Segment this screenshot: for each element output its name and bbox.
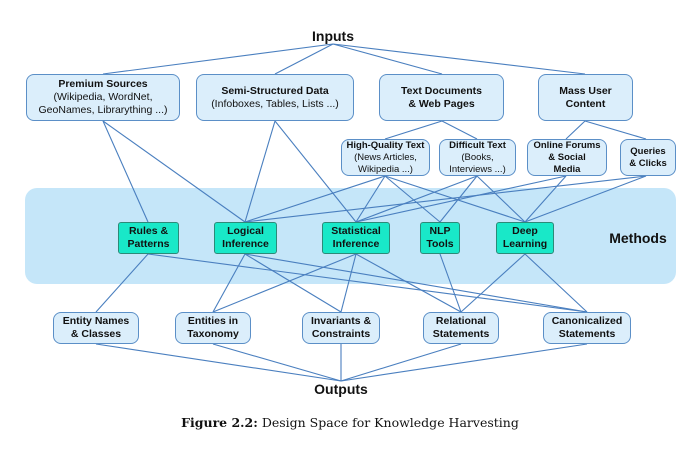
entity-line-2: & Classes — [70, 328, 122, 340]
premium-detail-2: GeoNames, Librarything ...) — [38, 104, 168, 116]
premium-detail-1: (Wikipedia, WordNet, — [53, 91, 153, 103]
input-premium-sources: Premium Sources (Wikipedia, WordNet, Geo… — [26, 74, 180, 121]
output-invariants-constraints: Invariants & Constraints — [302, 312, 380, 344]
subinput-difficult-text: Difficult Text (Books, Interviews ...) — [439, 139, 516, 176]
difficult-title: Difficult Text — [449, 139, 506, 151]
hq-detail-2: Wikipedia ...) — [358, 163, 413, 175]
method-statistical-inference: Statistical Inference — [322, 222, 390, 254]
input-mass-user-content: Mass User Content — [538, 74, 633, 121]
input-semi-structured: Semi-Structured Data (Infoboxes, Tables,… — [196, 74, 354, 121]
method-rules-patterns: Rules & Patterns — [118, 222, 179, 254]
hq-title: High-Quality Text — [346, 139, 425, 151]
mass-user-line-2: Content — [565, 97, 606, 110]
statistical-line-1: Statistical — [331, 225, 381, 237]
methods-header: Methods — [609, 230, 667, 246]
statistical-line-2: Inference — [332, 238, 380, 250]
forums-line-2: & Social — [548, 151, 586, 163]
output-relational-statements: Relational Statements — [423, 312, 499, 344]
taxonomy-line-1: Entities in — [187, 315, 239, 327]
output-canonicalized-statements: Canonicalized Statements — [543, 312, 631, 344]
nlp-line-2: Tools — [426, 238, 454, 250]
taxonomy-line-2: Taxonomy — [187, 328, 239, 340]
queries-line-1: Queries — [630, 145, 666, 157]
difficult-detail-2: Interviews ...) — [449, 163, 506, 175]
method-logical-inference: Logical Inference — [214, 222, 277, 254]
relational-line-2: Statements — [432, 328, 490, 340]
forums-line-3: Media — [553, 163, 581, 175]
deep-line-1: Deep — [512, 225, 538, 237]
invariants-line-2: Constraints — [311, 328, 371, 340]
input-text-documents: Text Documents & Web Pages — [379, 74, 504, 121]
output-entity-names: Entity Names & Classes — [53, 312, 139, 344]
method-deep-learning: Deep Learning — [496, 222, 554, 254]
forums-line-1: Online Forums — [533, 139, 601, 151]
canonical-line-2: Statements — [558, 328, 616, 340]
entity-line-1: Entity Names — [62, 315, 130, 327]
canonical-line-1: Canonicalized — [551, 315, 623, 327]
outputs-header: Outputs — [314, 381, 368, 397]
text-docs-line-2: & Web Pages — [408, 97, 475, 110]
logical-line-2: Inference — [222, 238, 269, 250]
text-docs-line-1: Text Documents — [401, 84, 482, 97]
rules-line-2: Patterns — [127, 238, 170, 250]
caption-label: Figure 2.2: — [181, 415, 258, 430]
inputs-header: Inputs — [312, 28, 354, 44]
subinput-queries-clicks: Queries & Clicks — [620, 139, 676, 176]
relational-line-1: Relational — [435, 315, 487, 327]
figure-caption: Figure 2.2: Design Space for Knowledge H… — [0, 415, 700, 430]
semi-detail: (Infoboxes, Tables, Lists ...) — [211, 97, 339, 110]
premium-title: Premium Sources — [58, 78, 148, 90]
logical-line-1: Logical — [227, 225, 264, 237]
mass-user-line-1: Mass User — [559, 84, 612, 97]
nlp-line-1: NLP — [429, 225, 451, 237]
difficult-detail-1: (Books, — [461, 151, 494, 163]
method-nlp-tools: NLP Tools — [420, 222, 460, 254]
caption-text: Design Space for Knowledge Harvesting — [261, 415, 519, 430]
rules-line-1: Rules & — [128, 225, 169, 237]
semi-title: Semi-Structured Data — [221, 84, 329, 97]
output-entities-taxonomy: Entities in Taxonomy — [175, 312, 251, 344]
subinput-online-forums: Online Forums & Social Media — [527, 139, 607, 176]
hq-detail-1: (News Articles, — [354, 151, 417, 163]
deep-line-2: Learning — [502, 238, 548, 250]
invariants-line-1: Invariants & — [310, 315, 372, 327]
subinput-high-quality-text: High-Quality Text (News Articles, Wikipe… — [341, 139, 430, 176]
queries-line-2: & Clicks — [629, 157, 667, 169]
